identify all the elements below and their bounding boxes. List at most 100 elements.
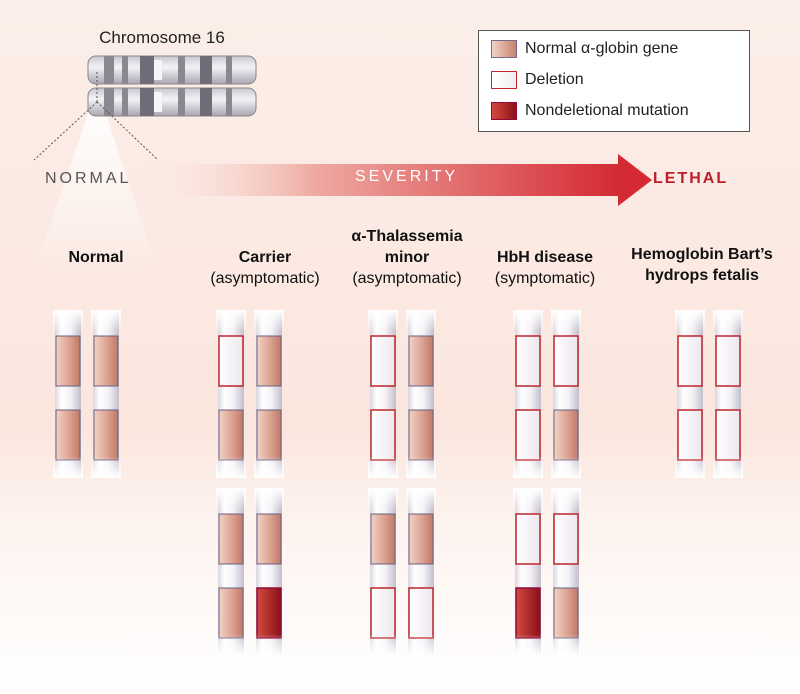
- gene-normal: [553, 409, 579, 461]
- gene-deletion: [715, 409, 741, 461]
- strand-fade-top: [254, 488, 284, 510]
- spotlight-cone: [34, 102, 158, 272]
- deletion-swatch: [491, 71, 517, 89]
- severity-normal-label: NORMAL: [45, 170, 132, 187]
- gene-normal: [218, 409, 244, 461]
- gene-deletion: [370, 409, 396, 461]
- chromosome-strand: [513, 488, 543, 656]
- chromosome-strand: [551, 310, 581, 478]
- legend: Normal α-globin gene Deletion Nondeletio…: [478, 30, 750, 132]
- column-title-normal: Normal: [36, 226, 156, 268]
- strand-fade-bottom: [216, 634, 246, 656]
- chromosome-strand: [513, 310, 543, 478]
- gene-normal: [408, 409, 434, 461]
- gene-deletion: [553, 513, 579, 565]
- chromosome-strand: [254, 488, 284, 656]
- gene-deletion: [677, 409, 703, 461]
- column-title-line2: hydrops fetalis: [645, 267, 759, 284]
- chromosome-strand: [368, 488, 398, 656]
- strand-fade-bottom: [513, 456, 543, 478]
- gene-mutation: [256, 587, 282, 639]
- chromosome-strand: [216, 488, 246, 656]
- gene-deletion: [370, 335, 396, 387]
- strand-fade-top: [406, 310, 436, 332]
- chromosome-strand: [406, 488, 436, 656]
- strand-fade-bottom: [551, 456, 581, 478]
- severity-arrow: [150, 154, 652, 206]
- chromosome-title: Chromosome 16: [99, 28, 225, 47]
- gene-deletion: [515, 513, 541, 565]
- gene-normal: [55, 409, 81, 461]
- gene-normal: [256, 513, 282, 565]
- gene-normal: [256, 409, 282, 461]
- strand-fade-bottom: [713, 456, 743, 478]
- column-title-line2: Normal: [68, 249, 124, 266]
- legend-item-mutation: Nondeletional mutation: [491, 100, 689, 122]
- gene-normal: [408, 513, 434, 565]
- legend-label: Normal α-globin gene: [525, 40, 679, 57]
- gene-deletion: [370, 587, 396, 639]
- chromosome-16-pair: [33, 55, 257, 161]
- legend-item-normal: Normal α-globin gene: [491, 38, 678, 60]
- chromosome-16-top: [87, 55, 257, 85]
- column-title-line1: [36, 226, 156, 247]
- severity-center-label: SEVERITY: [355, 168, 459, 185]
- legend-item-deletion: Deletion: [491, 69, 584, 91]
- chromosome-strand: [406, 310, 436, 478]
- strand-fade-top: [513, 310, 543, 332]
- gene-normal: [55, 335, 81, 387]
- strand-fade-bottom: [675, 456, 705, 478]
- gene-columns: [53, 310, 743, 656]
- strand-fade-top: [216, 310, 246, 332]
- strand-fade-top: [406, 488, 436, 510]
- strand-fade-top: [254, 310, 284, 332]
- strand-fade-top: [675, 310, 705, 332]
- strand-fade-bottom: [216, 456, 246, 478]
- gene-deletion: [677, 335, 703, 387]
- legend-label: Nondeletional mutation: [525, 102, 689, 119]
- strand-fade-top: [216, 488, 246, 510]
- strand-fade-top: [551, 488, 581, 510]
- gene-normal: [218, 513, 244, 565]
- strand-fade-top: [91, 310, 121, 332]
- strand-fade-top: [53, 310, 83, 332]
- gene-deletion: [515, 409, 541, 461]
- chromosome-strand: [53, 310, 83, 478]
- strand-fade-bottom: [406, 456, 436, 478]
- gene-normal: [370, 513, 396, 565]
- gene-normal: [218, 587, 244, 639]
- column-title-hbh-disease: HbH disease (symptomatic): [470, 226, 620, 289]
- legend-label: Deletion: [525, 71, 584, 88]
- chromosome-strand: [254, 310, 284, 478]
- strand-fade-bottom: [53, 456, 83, 478]
- gene-deletion: [553, 335, 579, 387]
- column-title-line2: Carrier: [238, 249, 292, 266]
- chromosome-16-bottom: [87, 87, 257, 117]
- chromosome-strand: [216, 310, 246, 478]
- chromosome-strand: [551, 488, 581, 656]
- column-subtitle: (asymptomatic): [352, 270, 462, 287]
- column-title-line2: HbH disease: [496, 249, 594, 266]
- chromosome-strand: [368, 310, 398, 478]
- strand-fade-bottom: [368, 634, 398, 656]
- strand-fade-top: [713, 310, 743, 332]
- gene-normal: [93, 335, 119, 387]
- gene-normal: [256, 335, 282, 387]
- gene-deletion: [715, 335, 741, 387]
- strand-fade-top: [513, 488, 543, 510]
- column-title-hydrops-fetalis: Hemoglobin Bart’s hydrops fetalis: [612, 244, 792, 286]
- column-title-line1: Hemoglobin Bart’s: [631, 246, 773, 263]
- strand-fade-bottom: [254, 634, 284, 656]
- strand-fade-bottom: [513, 634, 543, 656]
- column-subtitle: (asymptomatic): [210, 270, 320, 287]
- strand-fade-top: [368, 310, 398, 332]
- column-title-thalassemia-minor: α-Thalassemia minor (asymptomatic): [332, 226, 482, 289]
- gene-deletion: [408, 587, 434, 639]
- chromosome-strand: [675, 310, 705, 478]
- chromosome-strand: [713, 310, 743, 478]
- strand-fade-bottom: [551, 634, 581, 656]
- column-title-carrier: Carrier (asymptomatic): [190, 226, 340, 289]
- strand-fade-top: [368, 488, 398, 510]
